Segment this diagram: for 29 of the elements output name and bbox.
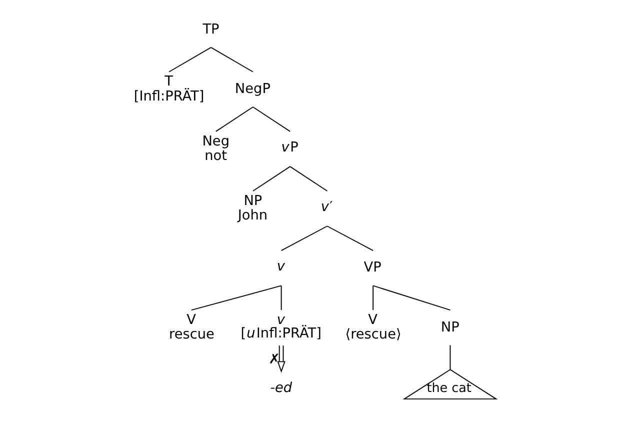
connector <box>372 285 451 311</box>
connector <box>280 226 328 252</box>
connector <box>252 106 291 132</box>
node-text: Neg not <box>202 133 230 164</box>
node-text: NP John <box>238 192 268 224</box>
node-text: NegP <box>234 81 270 98</box>
edge-label: ✗ <box>268 351 280 368</box>
connector <box>450 344 451 370</box>
connector <box>210 46 254 72</box>
node-text: v′ <box>320 199 333 216</box>
connector <box>168 46 212 72</box>
node-text: V rescue <box>169 312 214 343</box>
node-text: v [uInfl:PRÄT] <box>240 312 322 342</box>
connector <box>372 285 374 311</box>
node-text: NP <box>440 319 460 336</box>
node-text: vP <box>281 140 298 156</box>
connector <box>290 166 328 192</box>
node-text: V ⟨rescue⟩ <box>345 312 402 343</box>
node-text: T [Infl:PRÄT] <box>134 74 204 104</box>
node-text: -ed <box>270 380 292 396</box>
arrow <box>277 345 286 373</box>
connector <box>191 285 282 311</box>
node-text: v <box>276 258 286 275</box>
connector <box>280 285 282 311</box>
node-text: VP <box>364 260 382 276</box>
connector <box>252 166 291 192</box>
connector <box>215 106 254 132</box>
connector <box>326 226 374 252</box>
node-text: TP <box>202 21 220 38</box>
